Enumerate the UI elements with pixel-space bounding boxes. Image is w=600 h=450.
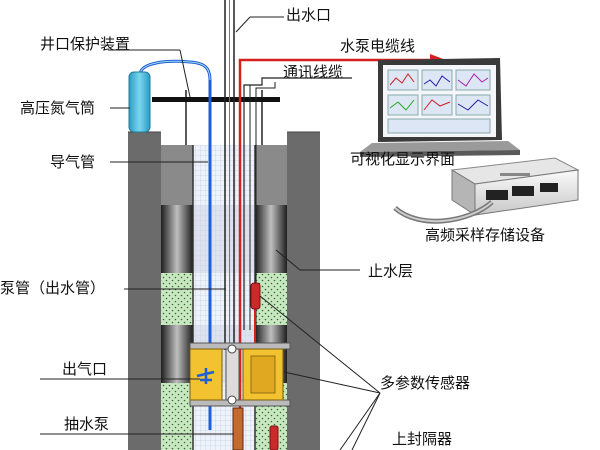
left-outer-wall [128,132,161,450]
left-seal-band-lower [161,325,193,383]
label-pump-pipe: 泵管（出水管） [0,279,106,297]
sensor-upper-icon [250,282,261,310]
pump-icon [232,407,244,450]
nitrogen-tank-icon [128,71,151,133]
left-gravel-lower [161,383,193,450]
label-wellhead-protector: 井口保护装置 [40,35,131,53]
label-seal-layer: 止水层 [368,262,414,280]
label-gas-pipe: 导气管 [50,153,96,171]
left-gravel-upper [161,273,193,325]
right-outer-wall [287,132,320,450]
comm-cable [243,77,352,330]
right-seal-band-upper [255,205,287,273]
left-seal-band-upper [161,205,193,273]
label-display: 可视化显示界面 [350,150,456,168]
wellhead-bar [152,97,280,102]
label-comm-cable: 通讯线缆 [283,63,344,81]
storage-device-icon [450,157,580,216]
gas-outlet-icon [196,368,215,384]
label-nitrogen-tank: 高压氮气筒 [20,99,96,117]
label-pump-cable: 水泵电缆线 [340,37,416,55]
label-sensor: 多参数传感器 [380,374,471,392]
label-water-outlet: 出水口 [286,6,332,24]
label-pump: 抽水泵 [64,415,110,433]
sensor-lower-icon [269,425,279,450]
label-gas-outlet: 出气口 [62,360,108,378]
label-packer: 上封隔器 [392,430,453,448]
pump-cable [238,58,430,430]
label-storage-device: 高频采样存储设备 [425,226,546,244]
laptop-icon [360,58,520,157]
